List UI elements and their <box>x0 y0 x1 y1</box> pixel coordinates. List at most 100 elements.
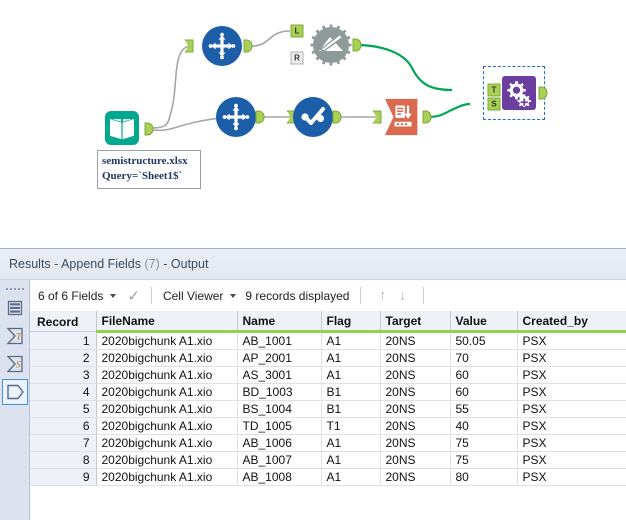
cell-3[interactable]: A1 <box>321 434 381 452</box>
cell-4[interactable]: 20NS <box>380 349 451 367</box>
cell-4[interactable]: 20NS <box>380 383 451 401</box>
cell-5[interactable]: 80 <box>450 468 518 486</box>
cell-5[interactable]: 75 <box>450 434 518 452</box>
cell-4[interactable]: 20NS <box>380 468 451 486</box>
cell-3[interactable]: B1 <box>321 383 381 401</box>
cell-record[interactable]: 9 <box>30 468 97 486</box>
tag-pentagon-icon[interactable] <box>1 379 28 405</box>
cell-1[interactable]: 2020bigchunk A1.xio <box>96 400 238 418</box>
cell-6[interactable]: PSX <box>517 451 626 469</box>
cell-1[interactable]: 2020bigchunk A1.xio <box>96 434 238 452</box>
cell-1[interactable]: 2020bigchunk A1.xio <box>96 417 238 435</box>
cell-2[interactable]: TD_1005 <box>237 417 322 435</box>
cell-2[interactable]: BD_1003 <box>237 383 322 401</box>
sigma-s-icon[interactable]: S <box>2 351 28 377</box>
join-output-anchor[interactable] <box>352 38 362 52</box>
cell-1[interactable]: 2020bigchunk A1.xio <box>96 331 238 350</box>
cell-5[interactable]: 70 <box>450 349 518 367</box>
cell-6[interactable]: PSX <box>517 468 626 486</box>
cell-2[interactable]: AB_1001 <box>237 331 322 350</box>
cell-record[interactable]: 1 <box>30 331 97 350</box>
select-lower-output-anchor[interactable] <box>255 110 265 124</box>
sort-output-anchor[interactable] <box>422 110 432 124</box>
cell-6[interactable]: PSX <box>517 417 626 435</box>
cell-1[interactable]: 2020bigchunk A1.xio <box>96 468 238 486</box>
cell-record[interactable]: 4 <box>30 383 97 401</box>
rows-icon[interactable] <box>2 295 28 321</box>
cell-2[interactable]: AB_1007 <box>237 451 322 469</box>
cell-2[interactable]: BS_1004 <box>237 400 322 418</box>
cell-3[interactable]: A1 <box>321 349 381 367</box>
cell-4[interactable]: 20NS <box>380 400 451 418</box>
cell-record[interactable]: 3 <box>30 366 97 384</box>
join-input-anchor-r[interactable]: R <box>290 51 304 65</box>
column-header-target[interactable]: Target <box>380 311 451 333</box>
append-input-anchor-t[interactable]: T <box>487 83 501 97</box>
column-header-flag[interactable]: Flag <box>321 311 381 333</box>
cell-4[interactable]: 20NS <box>380 417 451 435</box>
cell-4[interactable]: 20NS <box>380 366 451 384</box>
cell-5[interactable]: 60 <box>450 366 518 384</box>
append-output-anchor[interactable] <box>538 86 548 100</box>
cell-record[interactable]: 6 <box>30 417 97 435</box>
rail-grip-handle[interactable] <box>0 284 29 293</box>
cell-1[interactable]: 2020bigchunk A1.xio <box>96 451 238 469</box>
cell-2[interactable]: AB_1006 <box>237 434 322 452</box>
cell-2[interactable]: AS_3001 <box>237 366 322 384</box>
cell-1[interactable]: 2020bigchunk A1.xio <box>96 349 238 367</box>
cell-5[interactable]: 50.05 <box>450 331 518 350</box>
cell-3[interactable]: A1 <box>321 366 381 384</box>
cell-2[interactable]: AP_2001 <box>237 349 322 367</box>
cell-6[interactable]: PSX <box>517 366 626 384</box>
cell-6[interactable]: PSX <box>517 331 626 350</box>
cell-viewer-label[interactable]: Cell Viewer <box>162 288 224 303</box>
cell-5[interactable]: 40 <box>450 417 518 435</box>
column-header-name[interactable]: Name <box>237 311 322 333</box>
sigma-t-icon[interactable]: T <box>2 323 28 349</box>
append-input-anchor-s[interactable]: S <box>487 97 501 111</box>
column-header-value[interactable]: Value <box>450 311 518 333</box>
cell-record[interactable]: 8 <box>30 451 97 469</box>
join-input-anchor-l[interactable]: L <box>290 24 304 38</box>
check-icon[interactable]: ✓ <box>127 287 140 305</box>
input-output-anchor[interactable] <box>144 122 154 136</box>
cell-viewer-dropdown-caret[interactable] <box>230 293 237 298</box>
column-header-created-by[interactable]: Created_by <box>517 311 626 333</box>
cell-5[interactable]: 55 <box>450 400 518 418</box>
cell-1[interactable]: 2020bigchunk A1.xio <box>96 383 238 401</box>
cell-5[interactable]: 60 <box>450 383 518 401</box>
cell-3[interactable]: A1 <box>321 451 381 469</box>
cell-3[interactable]: T1 <box>321 417 381 435</box>
scroll-up-button[interactable]: ↑ <box>378 287 387 304</box>
cell-3[interactable]: A1 <box>321 468 381 486</box>
cell-6[interactable]: PSX <box>517 400 626 418</box>
sort-input-anchor[interactable] <box>372 110 382 124</box>
cell-4[interactable]: 20NS <box>380 434 451 452</box>
cell-record[interactable]: 2 <box>30 349 97 367</box>
fields-dropdown-caret[interactable] <box>110 293 117 298</box>
cleanse-output-anchor[interactable] <box>332 110 342 124</box>
cell-6[interactable]: PSX <box>517 383 626 401</box>
cell-record[interactable]: 7 <box>30 434 97 452</box>
results-table-container[interactable]: Record FileName Name Flag Target Value C… <box>30 311 626 520</box>
column-header-filename[interactable]: FileName <box>96 311 238 333</box>
cell-3[interactable]: A1 <box>321 331 381 350</box>
fields-count-label[interactable]: 6 of 6 Fields <box>38 288 104 303</box>
workflow-canvas[interactable]: semistructure.xlsx Query=`Sheet1$` <box>0 0 626 248</box>
cell-4[interactable]: 20NS <box>380 451 451 469</box>
select-upper-input-anchor[interactable] <box>184 39 194 53</box>
cell-1[interactable]: 2020bigchunk A1.xio <box>96 366 238 384</box>
cell-2[interactable]: AB_1008 <box>237 468 322 486</box>
cell-4[interactable]: 20NS <box>380 331 451 350</box>
select-upper-output-anchor[interactable] <box>243 39 253 53</box>
cell-5[interactable]: 75 <box>450 451 518 469</box>
cell-record[interactable]: 5 <box>30 400 97 418</box>
cell-6[interactable]: PSX <box>517 434 626 452</box>
scroll-down-button[interactable]: ↓ <box>398 287 407 304</box>
